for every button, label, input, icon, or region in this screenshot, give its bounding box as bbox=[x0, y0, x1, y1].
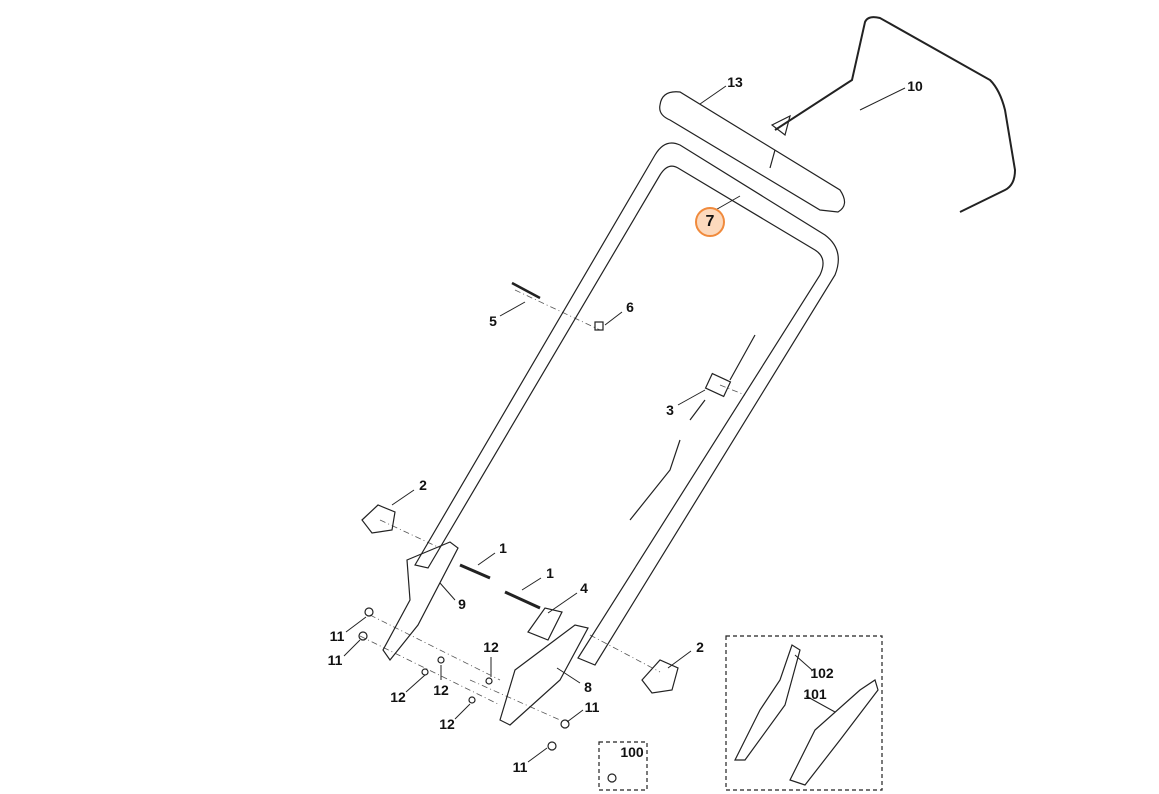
callout-3[interactable]: 3 bbox=[666, 402, 674, 418]
cable bbox=[629, 334, 756, 521]
upper-handle bbox=[414, 142, 839, 666]
callout-11[interactable]: 11 bbox=[584, 699, 600, 715]
callout-102[interactable]: 102 bbox=[810, 665, 834, 681]
callout-11[interactable]: 11 bbox=[329, 628, 345, 644]
callout-1[interactable]: 1 bbox=[546, 565, 554, 581]
left-bracket bbox=[382, 541, 459, 662]
callout-1[interactable]: 1 bbox=[499, 540, 507, 556]
handle-grip bbox=[659, 91, 846, 213]
kit-box-101-102 bbox=[725, 635, 883, 791]
callout-101[interactable]: 101 bbox=[803, 686, 827, 702]
callout-5[interactable]: 5 bbox=[489, 313, 497, 329]
callout-9[interactable]: 9 bbox=[458, 596, 466, 612]
callout-6[interactable]: 6 bbox=[626, 299, 634, 315]
callout-12[interactable]: 12 bbox=[433, 682, 449, 698]
kit-box-100 bbox=[598, 741, 648, 791]
small-parts bbox=[358, 281, 679, 783]
callout-12[interactable]: 12 bbox=[390, 689, 406, 705]
callout-2[interactable]: 2 bbox=[419, 477, 427, 493]
callout-7-highlighted[interactable]: 7 bbox=[695, 207, 725, 237]
callout-12[interactable]: 12 bbox=[483, 639, 499, 655]
right-bracket bbox=[499, 624, 589, 726]
callout-8[interactable]: 8 bbox=[584, 679, 592, 695]
callout-100[interactable]: 100 bbox=[620, 744, 644, 760]
control-bail bbox=[770, 16, 1017, 213]
assembly-axes bbox=[359, 289, 746, 721]
callout-13[interactable]: 13 bbox=[727, 74, 743, 90]
callout-2[interactable]: 2 bbox=[696, 639, 704, 655]
callout-11[interactable]: 11 bbox=[327, 652, 343, 668]
callout-12[interactable]: 12 bbox=[439, 716, 455, 732]
callout-10[interactable]: 10 bbox=[907, 78, 923, 94]
leader-lines bbox=[343, 85, 906, 763]
callout-4[interactable]: 4 bbox=[580, 580, 588, 596]
callout-11[interactable]: 11 bbox=[512, 759, 528, 775]
